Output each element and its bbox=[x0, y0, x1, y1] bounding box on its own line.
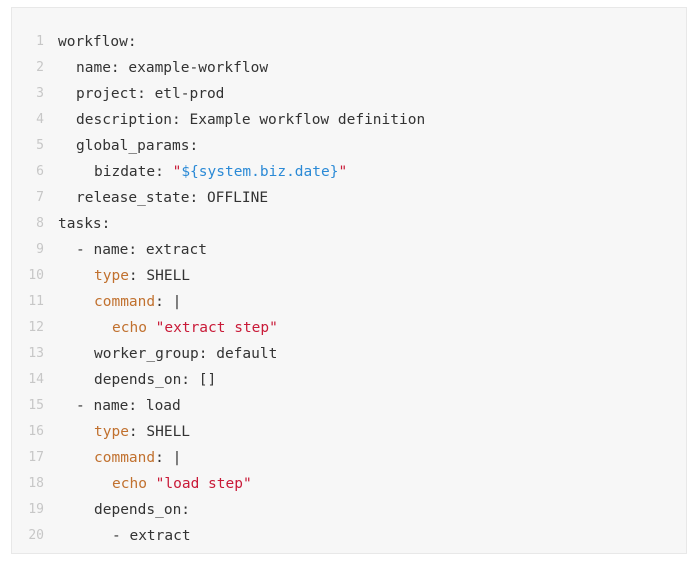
code-text: project: etl-prod bbox=[76, 86, 225, 102]
string-literal: "load step" bbox=[155, 476, 252, 492]
yaml-key: bizdate: bbox=[94, 164, 173, 180]
yaml-keyword: command bbox=[94, 294, 156, 310]
line-number: 11 bbox=[28, 294, 44, 309]
line-number: 8 bbox=[36, 216, 44, 231]
code-line: 13 worker_group: default bbox=[12, 341, 686, 367]
line-number: 2 bbox=[36, 60, 44, 75]
code-text: name: example-workflow bbox=[76, 60, 269, 76]
string-literal: "extract step" bbox=[155, 320, 278, 336]
line-number: 12 bbox=[28, 320, 44, 335]
code-text: - name: extract bbox=[76, 242, 207, 258]
code-line: 18 echo "load step" bbox=[12, 471, 686, 497]
code-text: - name: load bbox=[76, 398, 181, 414]
line-number: 1 bbox=[36, 34, 44, 49]
string-quote: " bbox=[338, 164, 348, 180]
code-text: type: SHELL bbox=[58, 263, 686, 289]
code-text: depends_on: bbox=[94, 502, 191, 518]
code-text: command: | bbox=[58, 289, 686, 315]
line-number: 16 bbox=[28, 424, 44, 439]
line-number: 17 bbox=[28, 450, 44, 465]
code-text: bizdate: "${system.biz.date}" bbox=[58, 159, 686, 185]
line-number: 10 bbox=[28, 268, 44, 283]
code-line: 7 release_state: OFFLINE bbox=[12, 185, 686, 211]
code-block: 1 workflow: 2 name: example-workflow 3 p… bbox=[11, 7, 687, 554]
line-number: 5 bbox=[36, 138, 44, 153]
code-text: command: | bbox=[58, 445, 686, 471]
yaml-keyword: type bbox=[94, 268, 129, 284]
code-line: 19 depends_on: bbox=[12, 497, 686, 523]
yaml-value: : | bbox=[155, 294, 182, 310]
code-text: release_state: OFFLINE bbox=[76, 190, 269, 206]
code-line: 16 type: SHELL bbox=[12, 419, 686, 445]
code-text: echo "extract step" bbox=[58, 315, 686, 341]
code-line: 5 global_params: bbox=[12, 133, 686, 159]
code-line: 12 echo "extract step" bbox=[12, 315, 686, 341]
code-text: tasks: bbox=[58, 216, 111, 232]
code-line: 15 - name: load bbox=[12, 393, 686, 419]
shell-command: echo bbox=[112, 476, 156, 492]
line-number: 14 bbox=[28, 372, 44, 387]
line-number: 9 bbox=[36, 242, 44, 257]
code-text: - extract bbox=[112, 528, 191, 544]
code-line: 10 type: SHELL bbox=[12, 263, 686, 289]
variable-reference: ${system.biz.date} bbox=[181, 164, 339, 180]
code-line: 3 project: etl-prod bbox=[12, 81, 686, 107]
code-line: 14 depends_on: [] bbox=[12, 367, 686, 393]
code-line: 4 description: Example workflow definiti… bbox=[12, 107, 686, 133]
code-text: description: Example workflow definition bbox=[76, 112, 426, 128]
code-text: echo "load step" bbox=[58, 471, 686, 497]
line-number: 19 bbox=[28, 502, 44, 517]
yaml-keyword: command bbox=[94, 450, 156, 466]
code-text: worker_group: default bbox=[94, 346, 278, 362]
code-line: 1 workflow: bbox=[12, 29, 686, 55]
code-line: 8 tasks: bbox=[12, 211, 686, 237]
line-number: 7 bbox=[36, 190, 44, 205]
yaml-value: : SHELL bbox=[128, 424, 191, 440]
code-text: depends_on: [] bbox=[94, 372, 217, 388]
string-quote: " bbox=[172, 164, 182, 180]
code-line: 11 command: | bbox=[12, 289, 686, 315]
code-line: 9 - name: extract bbox=[12, 237, 686, 263]
code-line: 2 name: example-workflow bbox=[12, 55, 686, 81]
yaml-keyword: type bbox=[94, 424, 129, 440]
yaml-value: : | bbox=[155, 450, 182, 466]
line-number: 4 bbox=[36, 112, 44, 127]
code-text: workflow: bbox=[58, 34, 137, 50]
code-text: type: SHELL bbox=[58, 419, 686, 445]
shell-command: echo bbox=[112, 320, 156, 336]
line-number: 20 bbox=[28, 528, 44, 543]
line-number: 15 bbox=[28, 398, 44, 413]
code-line: 20 - extract bbox=[12, 523, 686, 549]
code-line: 17 command: | bbox=[12, 445, 686, 471]
code-text: global_params: bbox=[76, 138, 199, 154]
line-number: 3 bbox=[36, 86, 44, 101]
line-number: 6 bbox=[36, 164, 44, 179]
code-line: 6 bizdate: "${system.biz.date}" bbox=[12, 159, 686, 185]
line-number: 18 bbox=[28, 476, 44, 491]
line-number: 13 bbox=[28, 346, 44, 361]
yaml-value: : SHELL bbox=[128, 268, 191, 284]
